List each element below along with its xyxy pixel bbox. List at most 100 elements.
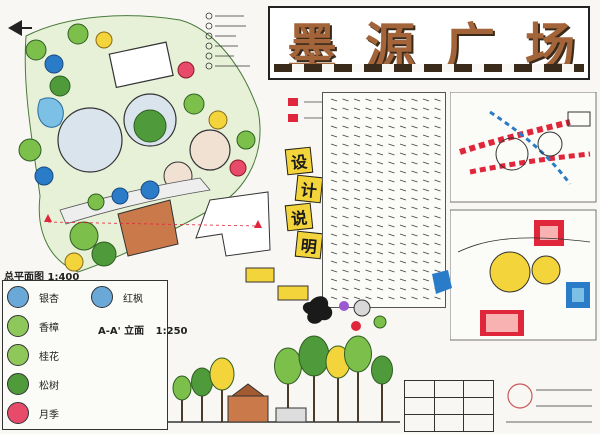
handwriting-stroke [365, 233, 372, 237]
legend-item-label: 桂花 [39, 351, 59, 363]
handwriting-stroke [422, 242, 430, 246]
handwriting-stroke [411, 152, 418, 156]
handwriting-stroke [342, 278, 349, 282]
camphor-tree-icon [7, 315, 29, 337]
handwriting-stroke [330, 296, 338, 300]
design-note-heading-char: 说 [284, 202, 314, 232]
osmanthus-tree-icon [7, 344, 29, 366]
handwriting-stroke [330, 125, 338, 129]
handwriting-stroke [353, 125, 361, 129]
site-plan [8, 15, 271, 273]
handwriting-stroke [399, 251, 407, 255]
handwriting-stroke [330, 278, 338, 282]
handwriting-stroke [422, 233, 430, 237]
handwriting-stroke [399, 215, 407, 219]
handwriting-stroke [411, 260, 418, 264]
handwriting-stroke [365, 251, 372, 255]
handwriting-stroke [330, 161, 338, 165]
handwriting-stroke [342, 224, 349, 228]
handwriting-stroke [388, 242, 395, 246]
handwriting-stroke [434, 215, 441, 219]
plan-trees [18, 23, 256, 272]
handwriting-stroke [422, 116, 430, 120]
handwriting-stroke [365, 98, 372, 102]
handwriting-stroke [434, 98, 441, 102]
handwriting-stroke [411, 143, 418, 147]
poster-title: 墨 源 广 场 [268, 6, 590, 80]
handwriting-stroke [342, 287, 349, 291]
handwriting-stroke [365, 197, 372, 201]
handwriting-stroke [434, 197, 441, 201]
handwriting-stroke [342, 152, 349, 156]
handwriting-stroke [376, 170, 384, 174]
handwriting-stroke [399, 179, 407, 183]
handwriting-stroke [365, 143, 372, 147]
handwriting-stroke [376, 197, 384, 201]
design-note-heading: 设计说明 [284, 146, 324, 260]
legend-item-label: 红枫 [123, 293, 143, 305]
handwriting-stroke [376, 107, 384, 111]
handwriting-stroke [399, 98, 407, 102]
handwriting-stroke [399, 197, 407, 201]
handwriting-stroke [365, 260, 372, 264]
handwriting-stroke [353, 170, 361, 174]
handwriting-stroke [376, 152, 384, 156]
handwriting-stroke [342, 206, 349, 210]
handwriting-stroke [365, 287, 372, 291]
handwriting-stroke [330, 170, 338, 174]
handwriting-stroke [330, 251, 338, 255]
elevation-tree-icon [344, 335, 372, 373]
handwriting-stroke [353, 143, 361, 147]
handwriting-stroke [411, 188, 418, 192]
handwriting-stroke [399, 242, 407, 246]
handwriting-stroke [388, 152, 395, 156]
handwriting-stroke [330, 143, 338, 147]
handwriting-stroke [330, 224, 338, 228]
handwriting-stroke [365, 278, 372, 282]
handwriting-stroke [353, 206, 361, 210]
handwriting-stroke [353, 116, 361, 120]
legend-item: 银杏 [7, 284, 87, 310]
handwriting-stroke [399, 188, 407, 192]
handwriting-stroke [365, 152, 372, 156]
handwriting-stroke [365, 179, 372, 183]
handwriting-stroke [342, 134, 349, 138]
handwriting-stroke [422, 269, 430, 273]
handwriting-stroke [399, 125, 407, 129]
legend-item-label: 松树 [39, 380, 59, 392]
handwriting-stroke [330, 188, 338, 192]
handwriting-stroke [399, 152, 407, 156]
handwriting-stroke [422, 287, 430, 291]
handwriting-stroke [365, 161, 372, 165]
handwriting-stroke [353, 278, 361, 282]
handwriting-stroke [388, 134, 395, 138]
handwriting-stroke [342, 125, 349, 129]
handwriting-stroke [411, 125, 418, 129]
handwriting-stroke [342, 197, 349, 201]
handwriting-stroke [342, 242, 349, 246]
legend-item: 红枫 [91, 284, 171, 310]
handwriting-stroke [353, 161, 361, 165]
handwriting-stroke [388, 251, 395, 255]
handwriting-stroke [376, 278, 384, 282]
handwriting-stroke [399, 260, 407, 264]
handwriting-stroke [434, 233, 441, 237]
handwriting-stroke [365, 206, 372, 210]
handwriting-stroke [376, 188, 384, 192]
handwriting-stroke [342, 251, 349, 255]
handwriting-stroke [330, 242, 338, 246]
handwriting-stroke [434, 269, 441, 273]
handwriting-stroke [422, 152, 430, 156]
handwriting-stroke [353, 134, 361, 138]
handwriting-stroke [388, 233, 395, 237]
handwriting-stroke [365, 107, 372, 111]
handwriting-stroke [365, 242, 372, 246]
handwriting-stroke [376, 206, 384, 210]
legend-item-label: 香樟 [39, 322, 59, 334]
handwriting-stroke [365, 134, 372, 138]
handwriting-stroke [434, 107, 441, 111]
legend-item: 香樟 [7, 313, 87, 339]
handwriting-stroke [422, 170, 430, 174]
handwriting-stroke [399, 134, 407, 138]
